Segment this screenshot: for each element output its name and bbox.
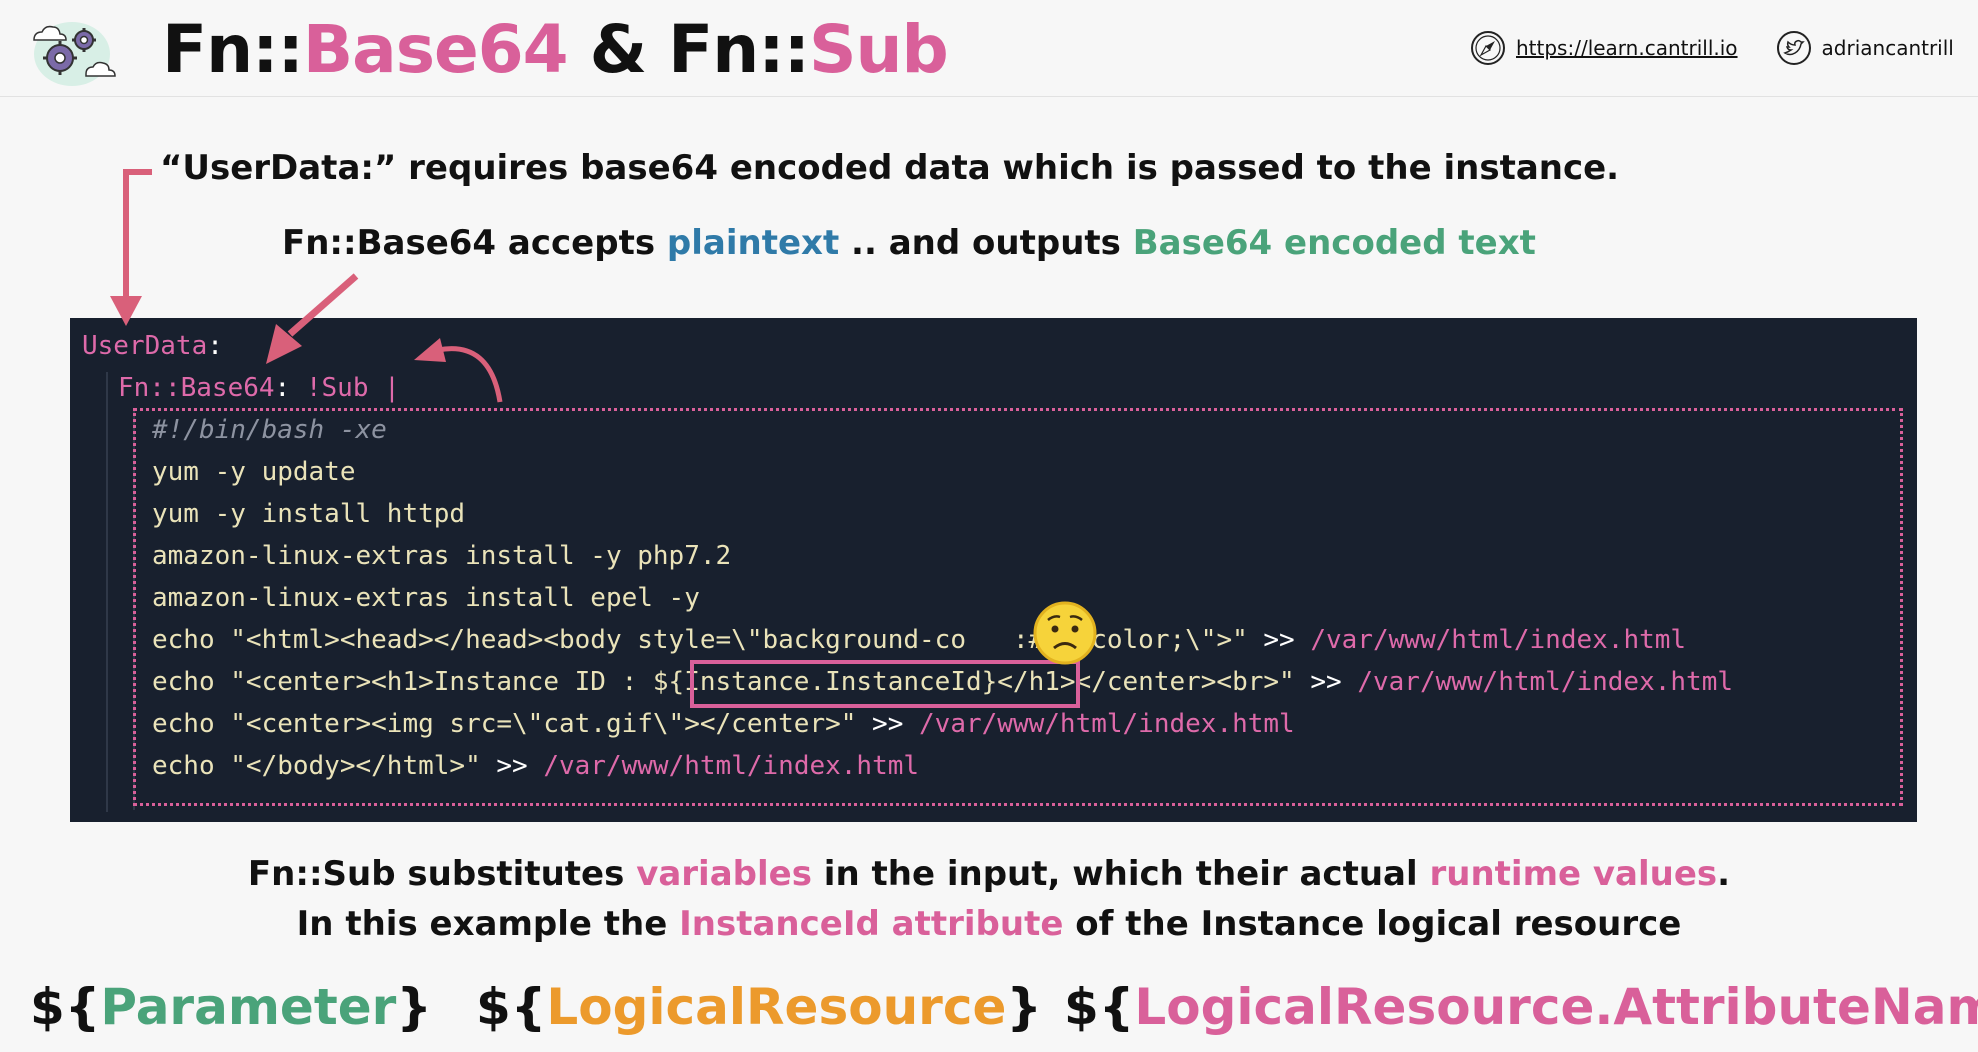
website-link[interactable]: https://learn.cantrill.io: [1516, 36, 1738, 60]
page-title: Fn::Base64 & Fn::Sub: [162, 8, 949, 92]
syntax-logical-resource-attribute: ${LogicalResource.AttributeName}: [1064, 978, 1978, 1036]
header-bar: [0, 0, 1978, 97]
title-sub: Sub: [808, 11, 949, 88]
base64-encoded-highlight: Base64 encoded text: [1132, 223, 1536, 263]
instance-id-variable-highlight: [690, 660, 1080, 708]
code-line-yum-update: yum -y update: [152, 457, 356, 487]
code-line-echo-instance: echo "<center><h1>Instance ID : ${Instan…: [152, 667, 1734, 697]
code-panel: UserData: Fn::Base64: !Sub | #!/bin/bash…: [70, 318, 1917, 822]
userdata-explanation: “UserData:” requires base64 encoded data…: [160, 148, 1620, 188]
code-line-yum-install: yum -y install httpd: [152, 499, 466, 529]
plaintext-highlight: plaintext: [666, 223, 840, 263]
code-line-base64: Fn::Base64: !Sub |: [118, 373, 400, 403]
worried-face-icon: [1033, 601, 1097, 665]
title-prefix: Fn::: [162, 11, 304, 88]
sub-input-dotted-box: [133, 408, 1903, 806]
code-line-epel: amazon-linux-extras install epel -y: [152, 583, 700, 613]
twitter-bird-icon: [1776, 31, 1811, 65]
sub-explanation: Fn::Sub substitutes variables in the inp…: [247, 854, 1731, 894]
cloud-gears-logo-icon: [33, 22, 116, 86]
variables-highlight: variables: [636, 854, 812, 894]
title-ampersand: &: [567, 11, 669, 88]
code-line-echo-img: echo "<center><img src=\"cat.gif\"></cen…: [152, 709, 1295, 739]
indent-guide: [106, 372, 108, 812]
base64-text: Fn::Base64 accepts: [282, 223, 667, 263]
sub-syntax-forms: ${Parameter} ${LogicalResource} ${Logica…: [30, 978, 1978, 1048]
outputs-text: .. and outputs: [839, 223, 1133, 263]
code-line-userdata: UserData:: [82, 331, 223, 361]
example-explanation: In this example the InstanceId attribute…: [296, 904, 1682, 944]
compass-icon: [1471, 31, 1505, 65]
syntax-parameter: ${Parameter}: [30, 978, 432, 1036]
code-line-echo-close: echo "</body></html>" >> /var/www/html/i…: [152, 751, 920, 781]
userdata-arrow: [123, 169, 152, 300]
syntax-logical-resource: ${LogicalResource}: [476, 978, 1042, 1036]
title-prefix: Fn::: [668, 11, 810, 88]
title-base64: Base64: [302, 11, 569, 88]
code-block: UserData: Fn::Base64: !Sub | #!/bin/bash…: [70, 318, 1917, 822]
twitter-handle[interactable]: adriancantrill: [1821, 36, 1954, 60]
base64-explanation: Fn::Base64 accepts plaintext .. and outp…: [282, 223, 1536, 263]
code-line-php: amazon-linux-extras install -y php7.2: [152, 541, 732, 571]
code-line-shebang: #!/bin/bash -xe: [152, 415, 387, 445]
header-links: https://learn.cantrill.io adriancantrill: [1470, 28, 1954, 68]
runtime-values-highlight: runtime values: [1429, 854, 1718, 894]
instanceid-attribute-highlight: InstanceId attribute: [679, 904, 1064, 944]
